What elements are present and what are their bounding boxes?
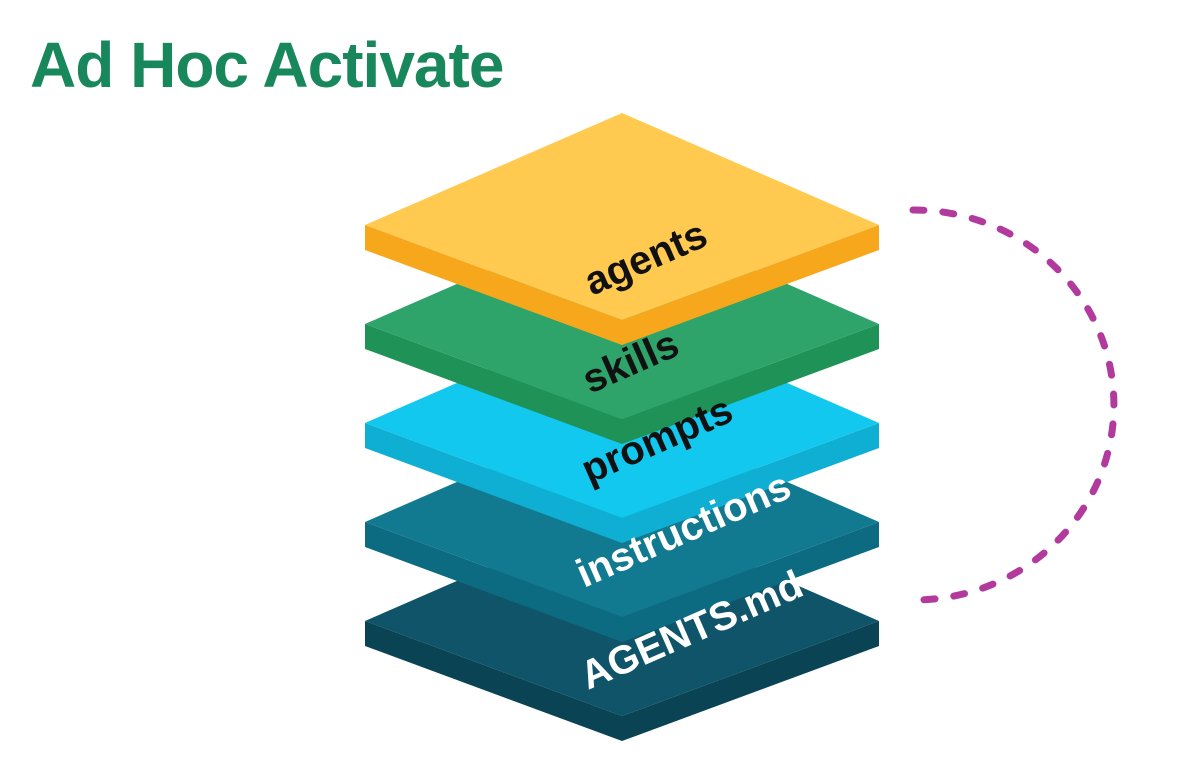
layer-instructions-left-face [365, 522, 622, 642]
activation-arc [909, 206, 1118, 604]
layer-agents-left-face [365, 225, 622, 345]
layer-prompts-right-face [622, 423, 879, 543]
layer-agents-md-left-face [365, 621, 622, 741]
layer-prompts-left-face [365, 423, 622, 543]
layer-agents [365, 113, 879, 345]
layer-instructions-right-face [622, 522, 879, 642]
layer-agents-top-face [365, 113, 879, 320]
layer-skills-right-face [622, 324, 879, 444]
layer-agents-md-right-face [622, 621, 879, 741]
layer-skills-left-face [365, 324, 622, 444]
page-title: Ad Hoc Activate [30, 29, 504, 101]
layer-agents-right-face [622, 225, 879, 345]
